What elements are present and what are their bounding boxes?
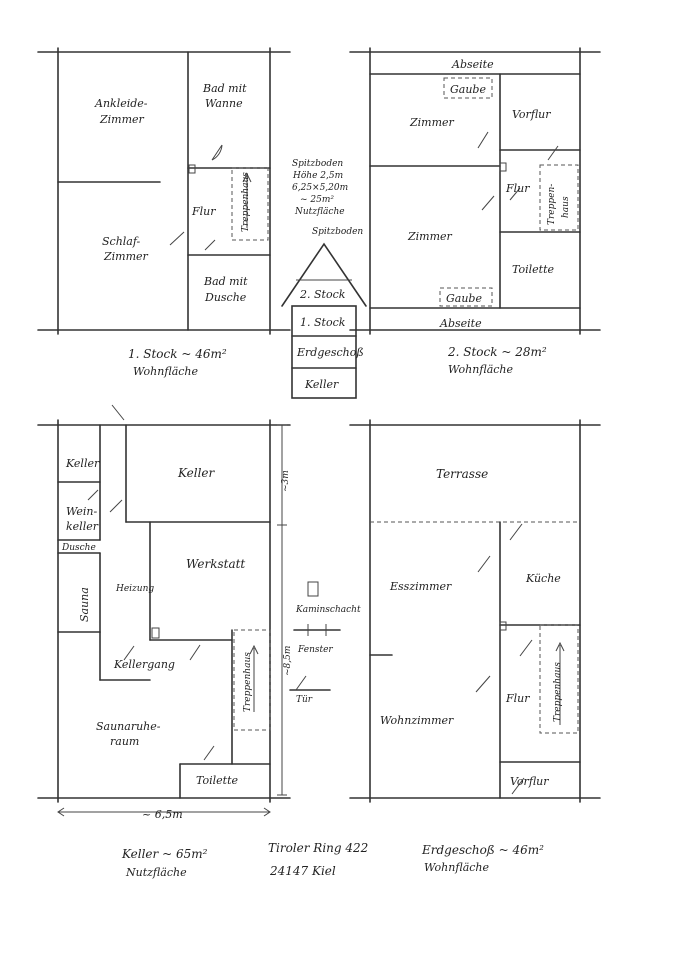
room-keller-small-label: Keller bbox=[65, 457, 100, 470]
room-zimmer-bottom-label: Zimmer bbox=[407, 230, 453, 243]
section-level-2: 2. Stock bbox=[299, 288, 346, 301]
room-treppenhaus-2-label-2: haus bbox=[561, 196, 571, 218]
ground-caption: Erdgeschoß ~ 46m² bbox=[421, 843, 544, 857]
room-treppenhaus-2-label-1: Treppen- bbox=[547, 184, 557, 225]
legend-kaminschacht: Kaminschacht bbox=[295, 605, 361, 615]
room-wohnzimmer-label: Wohnzimmer bbox=[380, 714, 454, 727]
address-block: Tiroler Ring 422 24147 Kiel bbox=[268, 841, 368, 878]
room-wein-label-2: keller bbox=[66, 520, 99, 533]
room-schlaf-label-1: Schlaf- bbox=[102, 235, 141, 248]
basement-dim-top: ~3m bbox=[281, 470, 291, 492]
chimney-symbol bbox=[307, 581, 319, 597]
floor-2-caption: 2. Stock ~ 28m² bbox=[447, 345, 547, 359]
room-saunaruhe-label-2: raum bbox=[110, 735, 139, 748]
room-bad-wanne-label-2: Wanne bbox=[205, 97, 243, 110]
basement-dim-main: ~8,5m bbox=[283, 646, 293, 676]
section-note-5: Nutzfläche bbox=[294, 207, 345, 217]
basement-caption-sub: Nutzfläche bbox=[125, 866, 187, 879]
room-terrasse-label: Terrasse bbox=[436, 467, 488, 481]
room-abseite-top-label: Abseite bbox=[451, 58, 494, 71]
room-kueche-label: Küche bbox=[525, 572, 561, 585]
room-bad-dusche-label-2: Dusche bbox=[204, 291, 247, 304]
room-toilette-2-label: Toilette bbox=[512, 263, 554, 276]
floor-1-caption: 1. Stock ~ 46m² bbox=[128, 347, 227, 361]
ground-floor-plan: Terrasse Esszimmer Küche Flur Treppenhau… bbox=[349, 419, 601, 874]
room-schlaf-label-2: Zimmer bbox=[103, 250, 149, 263]
room-toilette-k-label: Toilette bbox=[196, 774, 238, 787]
legend-fenster: Fenster bbox=[297, 645, 333, 655]
section-note-1: Spitzboden bbox=[292, 159, 343, 169]
basement-plan: ~3m ~8,5m ~ 6,5m Keller Keller Wein- kel… bbox=[37, 404, 293, 879]
room-keller-big-label: Keller bbox=[177, 466, 216, 480]
room-abseite-bottom-label: Abseite bbox=[439, 317, 482, 330]
room-flur-label: Flur bbox=[191, 205, 216, 218]
room-zimmer-top-label: Zimmer bbox=[409, 116, 455, 129]
floor-2-caption-sub: Wohnfläche bbox=[448, 363, 513, 376]
room-gaube-top-label: Gaube bbox=[450, 83, 486, 96]
room-treppenhaus-k-label: Treppenhaus bbox=[243, 652, 253, 712]
section-roof-label: Spitzboden bbox=[312, 227, 363, 237]
floor-1-caption-sub: Wohnfläche bbox=[133, 365, 198, 378]
room-bad-dusche-label-1: Bad mit bbox=[203, 275, 248, 288]
room-ankleide-label-1: Ankleide- bbox=[94, 97, 148, 110]
room-vorflur-label: Vorflur bbox=[512, 108, 551, 121]
address-city: 24147 Kiel bbox=[269, 864, 336, 878]
room-treppenhaus-eg-label: Treppenhaus bbox=[553, 662, 563, 722]
section-note-2: Höhe 2,5m bbox=[292, 171, 343, 181]
basement-caption: Keller ~ 65m² bbox=[121, 847, 208, 861]
section-level-1: 1. Stock bbox=[300, 316, 346, 329]
floor-1-plan: Ankleide- Zimmer Bad mit Wanne Flur Trep… bbox=[37, 47, 291, 378]
room-sauna-label: Sauna bbox=[78, 587, 91, 622]
room-werkstatt-label: Werkstatt bbox=[186, 557, 245, 571]
section-note-4: ~ 25m² bbox=[300, 195, 334, 205]
room-dusche-label: Dusche bbox=[61, 543, 96, 553]
room-treppenhaus-label: Treppenhaus bbox=[241, 172, 251, 232]
house-section: Spitzboden Höhe 2,5m 6,25×5,20m ~ 25m² N… bbox=[281, 159, 367, 399]
room-esszimmer-label: Esszimmer bbox=[389, 580, 452, 593]
room-wein-label-1: Wein- bbox=[66, 505, 98, 518]
section-level-keller: Keller bbox=[304, 378, 339, 391]
room-flur-eg-label: Flur bbox=[505, 692, 530, 705]
legend-tuer: Tür bbox=[296, 695, 313, 705]
floor-2-plan: Abseite Gaube Zimmer Vorflur Flur Treppe… bbox=[349, 47, 601, 376]
room-bad-wanne-label-1: Bad mit bbox=[202, 82, 247, 95]
ground-caption-sub: Wohnfläche bbox=[424, 861, 489, 874]
legend: Kaminschacht Fenster Tür bbox=[289, 581, 361, 705]
section-level-eg: Erdgeschoß bbox=[296, 346, 364, 359]
room-saunaruhe-label-1: Saunaruhe- bbox=[96, 720, 161, 733]
basement-dim-width: ~ 6,5m bbox=[142, 808, 183, 821]
address-street: Tiroler Ring 422 bbox=[268, 841, 368, 855]
room-flur-2-label: Flur bbox=[505, 182, 530, 195]
room-gaube-bottom-label: Gaube bbox=[446, 292, 482, 305]
room-heizung-label: Heizung bbox=[115, 584, 154, 594]
room-kellergang-label: Kellergang bbox=[113, 658, 175, 671]
section-note-3: 6,25×5,20m bbox=[292, 183, 348, 193]
room-ankleide-label-2: Zimmer bbox=[99, 113, 145, 126]
room-vorflur-eg-label: Vorflur bbox=[510, 775, 549, 788]
